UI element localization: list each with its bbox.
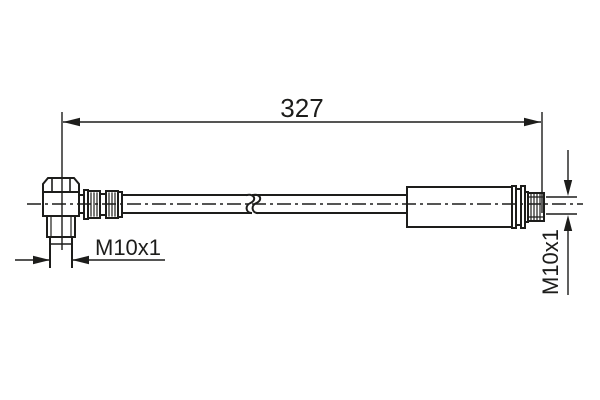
hose <box>121 193 408 215</box>
right-fitting <box>406 185 545 229</box>
dimension-left-thread <box>15 255 165 265</box>
hex-nut <box>42 177 80 193</box>
dimensions <box>15 112 577 295</box>
arrowhead-up <box>563 215 573 231</box>
arrowhead-down <box>563 180 573 196</box>
protective-sleeve <box>406 186 513 228</box>
threaded-stud <box>46 215 76 238</box>
arrowhead-right <box>33 255 50 265</box>
dimension-overall-length <box>61 112 543 250</box>
dimension-right-thread <box>546 150 577 295</box>
label-overall-length: 327 <box>280 93 323 123</box>
arrowhead-right <box>524 117 541 127</box>
arrowhead-left <box>72 255 89 265</box>
arrowhead-left <box>63 117 80 127</box>
label-left-thread: M10x1 <box>95 235 161 260</box>
label-right-thread: M10x1 <box>538 229 563 295</box>
